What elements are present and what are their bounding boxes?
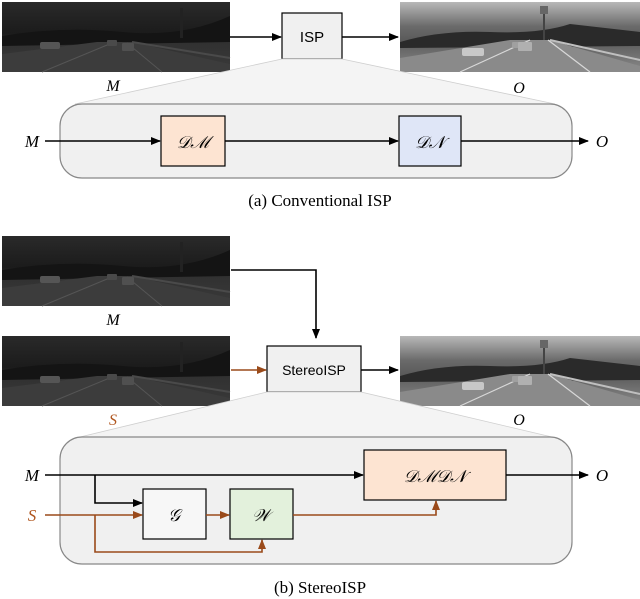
dmdn-block-label: 𝒟ℳ𝒟𝒩	[404, 467, 472, 486]
dn-block	[398, 115, 462, 167]
input-image-m-b	[1, 235, 231, 307]
output-image-o-b	[399, 335, 640, 407]
row-input-label-s-b: S	[28, 506, 37, 525]
arrow-m-to-stereoisp	[231, 269, 320, 339]
dm-block-label: 𝒟ℳ	[177, 133, 215, 152]
output-label-o-b: O	[513, 412, 525, 429]
caption-b: (b) StereoISP	[274, 578, 366, 597]
w-block-label: 𝒲	[252, 506, 274, 525]
caption-a: (a) Conventional ISP	[248, 191, 392, 210]
output-image-o-a	[399, 1, 640, 73]
panel-b: M S O StereoISP M 𝒟ℳ𝒟𝒩 O S 𝒢 𝒲	[1, 235, 640, 597]
stereoisp-box	[266, 345, 362, 393]
output-label-o-a: O	[513, 80, 525, 97]
dn-block-label: 𝒟𝒩	[415, 133, 451, 152]
w-block	[229, 488, 294, 540]
arrow-s-to-w	[94, 515, 266, 553]
input-image-m-a	[1, 1, 231, 73]
input-label-m-b: M	[105, 312, 121, 329]
dmdn-block	[363, 449, 507, 501]
input-label-s-b: S	[109, 412, 117, 429]
dm-block	[160, 115, 226, 167]
row-output-label-o-b: O	[596, 466, 608, 485]
arrow-w-to-dmdn	[293, 500, 440, 516]
g-block	[142, 488, 207, 540]
g-block-label: 𝒢	[168, 506, 183, 525]
stereoisp-box-label: StereoISP	[282, 362, 346, 378]
panel-a: M O ISP M 𝒟ℳ 𝒟𝒩 O (a) Conventional ISP	[1, 1, 640, 210]
row-input-label-m-b: M	[24, 466, 40, 485]
isp-box-label: ISP	[300, 29, 324, 46]
row-output-label-o-a: O	[596, 132, 608, 151]
input-image-s-b	[1, 335, 231, 407]
arrow-m-to-g	[94, 475, 143, 507]
input-label-m-a: M	[105, 78, 121, 95]
row-input-label-m-a: M	[24, 132, 40, 151]
